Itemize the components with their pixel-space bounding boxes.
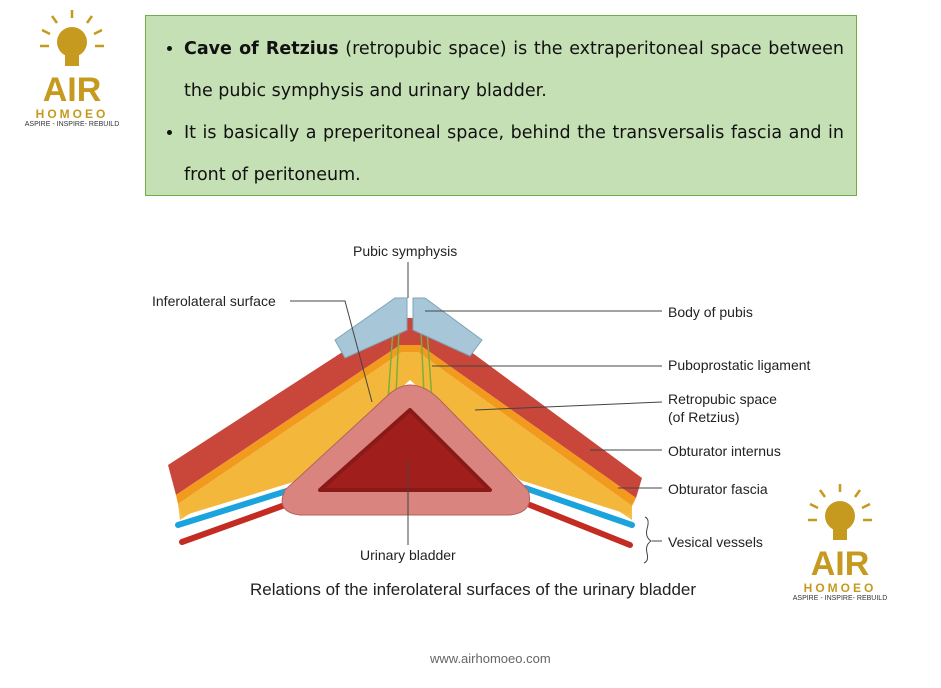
bullet-1: Cave of Retzius (retropubic space) is th…	[184, 28, 844, 112]
lightbulb-icon	[808, 484, 872, 540]
label-of-retzius: (of Retzius)	[668, 409, 740, 425]
figure-caption: Relations of the inferolateral surfaces …	[250, 580, 697, 599]
vesical-vein-right	[522, 485, 635, 528]
lightbulb-icon	[40, 10, 104, 66]
footer-url: www.airhomoeo.com	[430, 651, 551, 666]
term: Cave of Retzius	[184, 39, 339, 59]
obturator-internus	[168, 318, 642, 498]
bladder-lumen	[318, 408, 492, 492]
label-vesical-vessels: Vesical vessels	[668, 534, 763, 550]
body-of-pubis-left	[334, 297, 408, 359]
bullet-text: (retropubic space) is the extraperitonea…	[184, 39, 844, 101]
label-urinary-bladder: Urinary bladder	[360, 547, 456, 563]
vesical-artery-right	[527, 502, 633, 548]
body-of-pubis-right	[412, 297, 483, 357]
bullet-2: It is basically a preperitoneal space, b…	[184, 112, 844, 196]
bullet-text: It is basically a preperitoneal space, b…	[184, 123, 844, 185]
vesical-artery-left	[179, 502, 288, 545]
label-obturator-fascia: Obturator fascia	[668, 481, 768, 497]
label-obturator-internus: Obturator internus	[668, 443, 781, 459]
logo-tagline: ASPIRE - INSPIRE- REBUILD	[792, 595, 888, 602]
logo-tagline: ASPIRE - INSPIRE- REBUILD	[24, 121, 120, 128]
label-retropubic-space: Retropubic space	[668, 391, 777, 407]
vesical-vein-left	[175, 487, 293, 528]
definition-box: Cave of Retzius (retropubic space) is th…	[145, 15, 857, 196]
logo-sub: HOMOEO	[35, 107, 109, 121]
label-body-of-pubis: Body of pubis	[668, 304, 753, 320]
logo-name: AIR	[42, 71, 102, 109]
logo-name: AIR	[810, 545, 870, 583]
label-pubic-symphysis: Pubic symphysis	[353, 243, 458, 259]
label-puboprostatic-ligament: Puboprostatic ligament	[668, 357, 811, 373]
logo-bottom: AIR HOMOEO ASPIRE - INSPIRE- REBUILD	[790, 482, 890, 602]
logo-top: AIR HOMOEO ASPIRE - INSPIRE- REBUILD	[22, 8, 122, 128]
logo-sub: HOMOEO	[803, 581, 877, 595]
label-inferolateral-surface: Inferolateral surface	[152, 293, 276, 309]
